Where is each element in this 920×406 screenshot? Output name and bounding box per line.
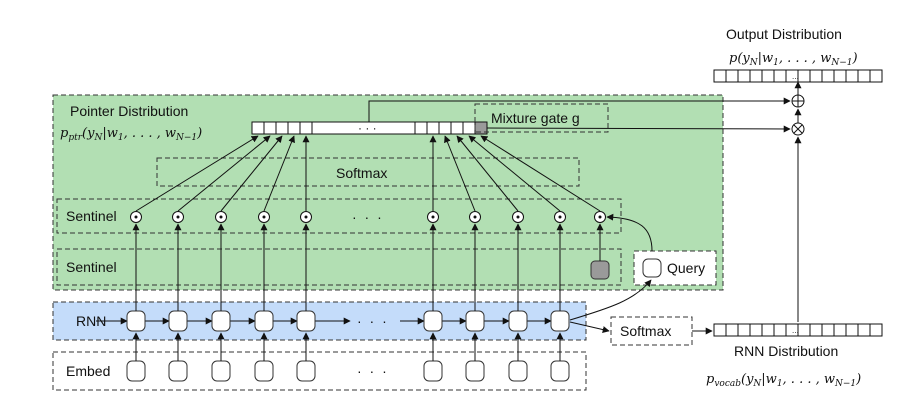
connections xyxy=(368,81,802,335)
rnn-node xyxy=(423,310,443,332)
mixture-gate-label: Mixture gate g xyxy=(491,110,580,126)
rnn-dist-title: RNN Distribution xyxy=(734,343,838,359)
query-node xyxy=(642,258,662,278)
embed-node xyxy=(168,360,188,382)
softmax-inner-label: Softmax xyxy=(336,165,387,181)
pointer-vector-ellipsis: · · · xyxy=(358,121,377,135)
pointer-vector: · · · xyxy=(251,121,488,135)
embed-node xyxy=(508,360,528,382)
dot-product-center xyxy=(516,215,520,219)
rnn-dist-vector: ... xyxy=(713,323,883,337)
rnn-node xyxy=(168,310,188,332)
sentinel-row-box xyxy=(56,198,622,234)
query-label: Query xyxy=(667,260,705,276)
dot-product-center xyxy=(558,215,562,219)
dot-to-pointer-arrow xyxy=(177,135,271,212)
dot-to-pointer-arrow xyxy=(444,135,476,212)
embed-node xyxy=(254,360,274,382)
output-dist-vector: ... xyxy=(713,69,883,83)
rnn-node xyxy=(296,310,316,332)
sentinel-row-label: Sentinel xyxy=(66,208,117,224)
rnn-node xyxy=(465,310,485,332)
dot-product-center xyxy=(431,215,435,219)
softmax-vocab-box xyxy=(610,316,693,346)
dot-product-center xyxy=(262,215,266,219)
sentinel-dot-center xyxy=(598,215,602,219)
rnn-ellipsis: · · · xyxy=(357,313,389,329)
dot-product-center xyxy=(134,215,138,219)
sentinel-node xyxy=(590,260,610,280)
embed-label: Embed xyxy=(66,363,110,379)
embed-node xyxy=(211,360,231,382)
embed-node xyxy=(423,360,443,382)
rnn-vector-ellipsis: ... xyxy=(792,326,799,335)
sum-operator xyxy=(791,94,805,108)
sentinel-box-label: Sentinel xyxy=(66,259,117,275)
rnn-node xyxy=(508,310,528,332)
gate-to-product-arrow xyxy=(486,125,791,133)
embed-node xyxy=(126,360,146,382)
column-layer xyxy=(96,135,606,382)
rnn-label: RNN xyxy=(76,313,106,329)
dot-to-pointer-arrow xyxy=(135,135,259,212)
embed-node xyxy=(465,360,485,382)
dot-to-pointer-arrow xyxy=(263,135,295,212)
embed-node xyxy=(296,360,316,382)
dot-product-center xyxy=(473,215,477,219)
output-vector-ellipsis: ... xyxy=(792,72,799,81)
output-formula: p(yN|w1, . . . , wN−1) xyxy=(729,51,858,68)
sentinel-box xyxy=(56,248,622,286)
dot-to-pointer-arrow xyxy=(480,135,601,212)
rnn-dist-formula: pvocab(yN|w1, . . . , wN−1) xyxy=(706,372,861,389)
dot-to-pointer-arrow xyxy=(468,135,561,212)
dot-product-center xyxy=(304,215,308,219)
pointer-title: Pointer Distribution xyxy=(70,103,188,119)
softmax-vocab-label: Softmax xyxy=(620,323,671,339)
output-title: Output Distribution xyxy=(726,26,842,42)
rnn-node xyxy=(211,310,231,332)
rnn-node xyxy=(550,310,570,332)
mixture-gate-box xyxy=(474,103,609,133)
pointer-formula: pptr(yN|w1, . . . , wN−1) xyxy=(60,126,202,143)
product-operator xyxy=(791,122,805,136)
dot-to-pointer-arrow xyxy=(220,135,283,212)
dot-to-pointer-arrow xyxy=(456,135,519,212)
embed-node xyxy=(550,360,570,382)
sentinel-ellipsis: · · · xyxy=(352,209,384,225)
query-to-sentinel-arrow xyxy=(606,213,653,252)
dot-product-center xyxy=(176,215,180,219)
rnn-to-softmax-arrow xyxy=(569,321,610,333)
softmax-inner-box xyxy=(156,157,580,187)
rnn-node xyxy=(254,310,274,332)
embed-ellipsis: · · · xyxy=(357,363,389,379)
rnn-node xyxy=(126,310,146,332)
pointer-vector-left-cells xyxy=(263,122,313,134)
dot-product-center xyxy=(219,215,223,219)
pointer-to-sum-arrow xyxy=(368,97,791,122)
rnn-to-query-arrow xyxy=(569,279,652,321)
